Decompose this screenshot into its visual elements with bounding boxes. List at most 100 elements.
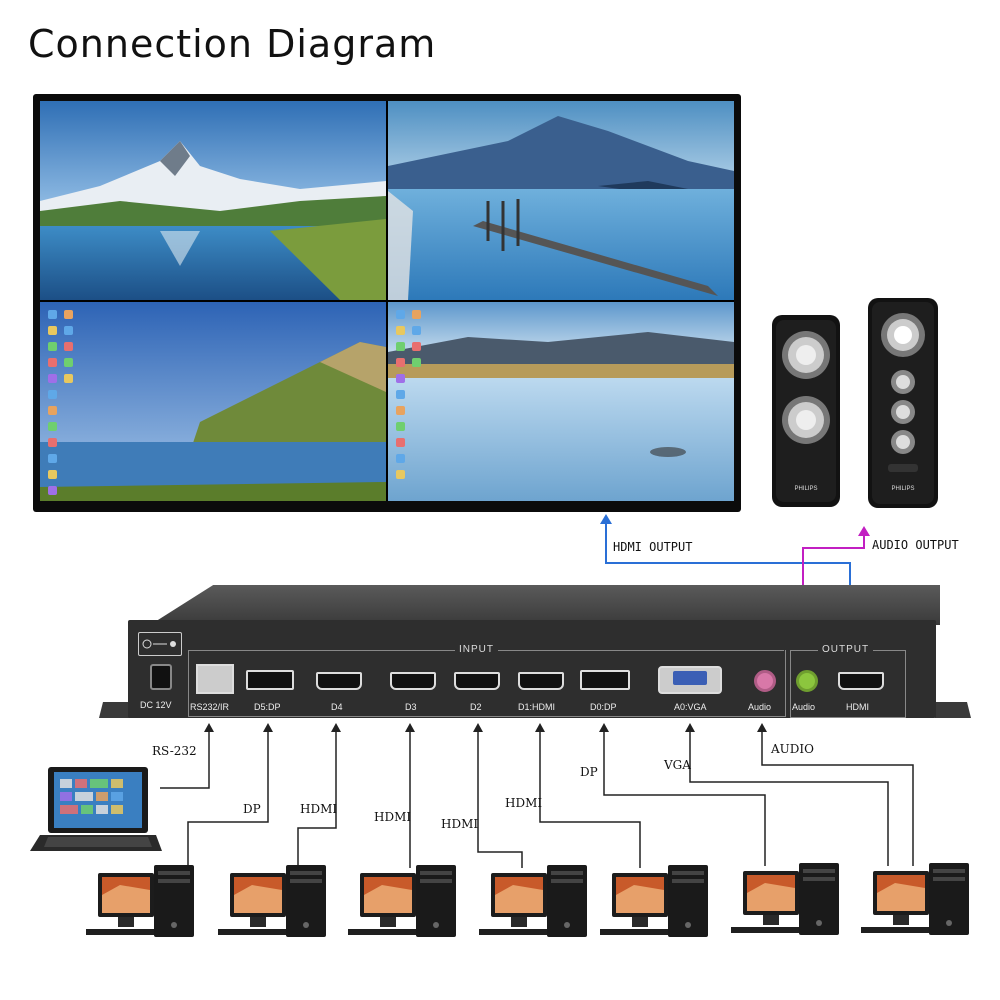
cable-label-dp-d5: DP bbox=[243, 802, 261, 816]
rs232-ir-port[interactable] bbox=[196, 664, 234, 694]
audio-cable bbox=[761, 728, 914, 866]
device-front-panel: DC 12V INPUT OUTPUT RS232/IR D5:DP D4 D3… bbox=[128, 620, 936, 718]
desktop-icon bbox=[396, 342, 405, 351]
hdmi-cable-d4 bbox=[297, 728, 337, 868]
arrow-a0 bbox=[685, 723, 695, 732]
desktop-icon bbox=[396, 406, 405, 415]
pc-2 bbox=[218, 865, 326, 937]
vga-port-a0[interactable] bbox=[658, 666, 722, 694]
desktop-icon bbox=[64, 342, 73, 351]
desktop-icon bbox=[396, 438, 405, 447]
input-group-frame bbox=[188, 650, 786, 717]
monitor bbox=[33, 94, 741, 512]
desktop-icon bbox=[412, 310, 421, 319]
port-label-d1: D1:HDMI bbox=[518, 702, 556, 712]
desktop-icon bbox=[48, 486, 57, 495]
arrow-rs232 bbox=[204, 723, 214, 732]
output-group-label: OUTPUT bbox=[818, 644, 874, 655]
cable-label-vga: VGA bbox=[664, 758, 691, 772]
desktop-icon bbox=[64, 326, 73, 335]
screen-quadrant-mountain-lake bbox=[40, 101, 386, 300]
mounting-brackets bbox=[99, 702, 971, 718]
port-label-d0: D0:DP bbox=[590, 702, 617, 712]
cable-label-dp-d0: DP bbox=[580, 765, 598, 779]
desktop-icon bbox=[48, 406, 57, 415]
arrow-d2 bbox=[473, 723, 483, 732]
cable-label-audio: AUDIO bbox=[771, 742, 814, 756]
arrow-d0 bbox=[599, 723, 609, 732]
rs232-cable bbox=[160, 728, 210, 789]
desktop-icon bbox=[48, 438, 57, 447]
desktop-icon bbox=[48, 390, 57, 399]
power-label: DC 12V bbox=[140, 700, 172, 710]
device-box-top bbox=[150, 585, 940, 625]
desktop-icon bbox=[396, 326, 405, 335]
pc-1 bbox=[86, 865, 194, 937]
audio-output-jack[interactable] bbox=[796, 670, 818, 692]
desktop-icon bbox=[48, 374, 57, 383]
desktop-icon bbox=[396, 358, 405, 367]
pc-5 bbox=[600, 865, 708, 937]
hdmi-port-d4[interactable] bbox=[316, 672, 362, 690]
hdmi-output-label: HDMI OUTPUT bbox=[613, 540, 693, 554]
hdmi-output-arrow bbox=[600, 514, 612, 524]
cable-label-hdmi-d2: HDMI bbox=[441, 817, 479, 831]
cable-label-rs232: RS-232 bbox=[152, 744, 197, 758]
dp-cable-d0 bbox=[603, 728, 766, 866]
arrow-d5 bbox=[263, 723, 273, 732]
arrow-d3 bbox=[405, 723, 415, 732]
hdmi-cable-d1 bbox=[539, 728, 641, 868]
audio-input-jack[interactable] bbox=[754, 670, 776, 692]
hdmi-output-port[interactable] bbox=[838, 672, 884, 690]
pc-6 bbox=[731, 863, 839, 935]
port-label-audio-out: Audio bbox=[792, 702, 816, 712]
hdmi-port-d3[interactable] bbox=[390, 672, 436, 690]
pc-4 bbox=[479, 865, 587, 937]
arrow-audio bbox=[757, 723, 767, 732]
port-label-hdmi-out: HDMI bbox=[846, 702, 869, 712]
desktop-icon bbox=[396, 310, 405, 319]
desktop-icon bbox=[48, 342, 57, 351]
desktop-icon bbox=[412, 342, 421, 351]
screen-quadrant-desktop-lake bbox=[388, 302, 734, 501]
desktop-icon bbox=[412, 358, 421, 367]
desktop-icon bbox=[396, 374, 405, 383]
desktop-icon bbox=[48, 310, 57, 319]
desktop-icon bbox=[64, 310, 73, 319]
audio-output-arrow bbox=[858, 526, 870, 536]
desktop-icon bbox=[64, 374, 73, 383]
port-label-d3: D3 bbox=[405, 702, 417, 712]
cable-label-hdmi-d3: HDMI bbox=[374, 810, 412, 824]
desktop-icon bbox=[48, 358, 57, 367]
speaker-brand-right: PHILIPS bbox=[891, 486, 914, 492]
port-label-rs232: RS232/IR bbox=[190, 702, 230, 712]
port-label-d4: D4 bbox=[331, 702, 343, 712]
page-title: Connection Diagram bbox=[28, 22, 437, 66]
dc-power-jack[interactable] bbox=[150, 664, 172, 690]
input-group-label: INPUT bbox=[455, 644, 498, 655]
power-symbol bbox=[138, 632, 182, 656]
dp-port-d5[interactable] bbox=[246, 670, 294, 690]
desktop-icon bbox=[396, 422, 405, 431]
hdmi-cable-d2 bbox=[477, 728, 523, 868]
hdmi-port-d1[interactable] bbox=[518, 672, 564, 690]
desktop-icon bbox=[64, 358, 73, 367]
desktop-icon bbox=[48, 422, 57, 431]
arrow-d4 bbox=[331, 723, 341, 732]
monitor-screen bbox=[40, 101, 734, 501]
speakers: PHILIPS PHILIPS bbox=[772, 298, 938, 508]
audio-output-label: AUDIO OUTPUT bbox=[872, 538, 959, 552]
desktop-icon bbox=[48, 326, 57, 335]
screen-quadrant-pier bbox=[388, 101, 734, 300]
port-label-d2: D2 bbox=[470, 702, 482, 712]
cable-label-hdmi-d4: HDMI bbox=[300, 802, 338, 816]
desktop-icon bbox=[48, 454, 57, 463]
dp-port-d0[interactable] bbox=[580, 670, 630, 690]
desktop-icon bbox=[48, 470, 57, 479]
port-label-a0: A0:VGA bbox=[674, 702, 707, 712]
desktop-icon bbox=[412, 326, 421, 335]
hdmi-port-d2[interactable] bbox=[454, 672, 500, 690]
desktop-icon bbox=[396, 454, 405, 463]
port-label-d5: D5:DP bbox=[254, 702, 281, 712]
desktop-icon bbox=[396, 470, 405, 479]
